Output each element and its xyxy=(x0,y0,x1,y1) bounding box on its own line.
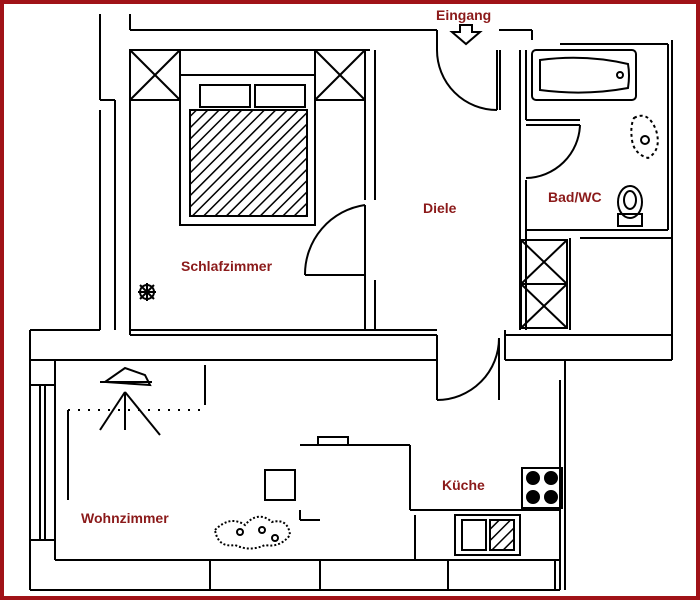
doors xyxy=(303,30,581,401)
table-icon xyxy=(264,436,349,501)
wardrobes xyxy=(129,49,568,329)
arrow-down-icon xyxy=(449,24,483,46)
toilet-icon xyxy=(617,185,643,227)
room-label-living-room: Wohnzimmer xyxy=(81,510,169,526)
stove-icon xyxy=(521,467,563,509)
plant-icon xyxy=(138,283,156,301)
room-label-bathroom: Bad/WC xyxy=(548,189,602,205)
room-label-entrance: Eingang xyxy=(436,7,492,23)
room-label-hall: Diele xyxy=(423,200,457,216)
sink-icon xyxy=(454,514,521,556)
outer-walls xyxy=(29,14,673,591)
bed-icon xyxy=(179,74,316,226)
bathtub-icon xyxy=(531,49,637,101)
room-label-kitchen: Küche xyxy=(442,477,485,493)
shrub-icon xyxy=(213,515,292,550)
washbasin-icon xyxy=(630,114,659,160)
room-label-bedroom: Schlafzimmer xyxy=(181,258,273,274)
lamp-icon xyxy=(67,366,200,500)
